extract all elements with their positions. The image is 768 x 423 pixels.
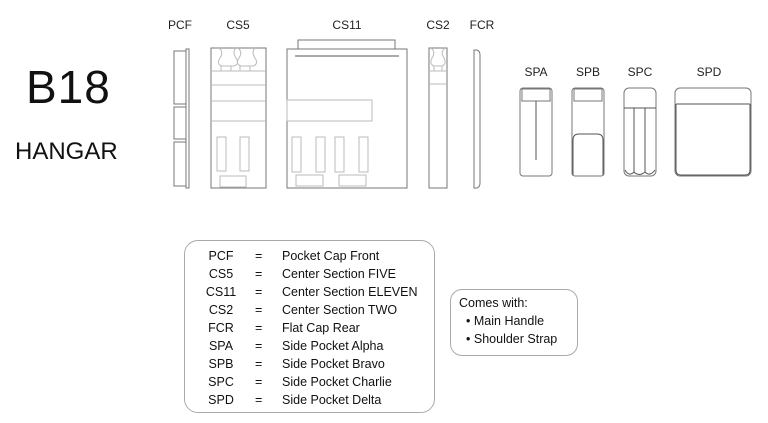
pocket-cap-front-icon	[173, 48, 190, 189]
legend-separator: =	[255, 321, 263, 335]
legend-separator: =	[255, 285, 263, 299]
part-label-spa: SPA	[524, 65, 548, 79]
legend-description: Side Pocket Alpha	[282, 339, 384, 353]
part-label-spb: SPB	[575, 65, 601, 79]
part-label-pcf: PCF	[168, 18, 192, 32]
legend-description: Center Section ELEVEN	[282, 285, 418, 299]
legend-code: PCF	[208, 249, 234, 263]
includes-heading: Comes with:	[459, 296, 528, 310]
bullet-icon: •	[466, 332, 471, 346]
side-pocket-alpha-icon	[519, 87, 553, 177]
legend-description: Side Pocket Bravo	[282, 357, 385, 371]
legend-description: Center Section FIVE	[282, 267, 396, 281]
center-section-five-icon	[210, 47, 267, 189]
center-section-two-icon	[428, 47, 448, 189]
legend-code: SPA	[208, 339, 234, 353]
part-label-cs2: CS2	[426, 18, 450, 32]
legend-code: CS5	[208, 267, 234, 281]
bullet-icon: •	[466, 314, 471, 328]
side-pocket-charlie-icon	[623, 87, 657, 177]
legend-description: Side Pocket Delta	[282, 393, 382, 407]
legend-box: PCF = Pocket Cap Front CS5 = Center Sect…	[184, 240, 435, 413]
includes-item-label: Shoulder Strap	[473, 332, 558, 346]
side-pocket-bravo-icon	[571, 87, 605, 177]
includes-box: Comes with: • Main Handle • Shoulder Str…	[450, 289, 578, 356]
includes-item: • Main Handle	[466, 314, 544, 328]
legend-separator: =	[255, 267, 263, 281]
parts-diagram	[173, 39, 752, 189]
part-label-fcr: FCR	[469, 18, 495, 32]
legend-separator: =	[255, 303, 263, 317]
legend-description: Pocket Cap Front	[282, 249, 380, 263]
legend-separator: =	[255, 249, 263, 263]
part-label-spd: SPD	[696, 65, 722, 79]
legend-separator: =	[255, 375, 263, 389]
center-section-eleven-icon	[286, 39, 408, 189]
part-label-cs5: CS5	[226, 18, 250, 32]
legend-description: Side Pocket Charlie	[282, 375, 392, 389]
legend-code: CS2	[208, 303, 234, 317]
includes-item-label: Main Handle	[473, 314, 545, 328]
part-label-cs11: CS11	[332, 18, 362, 32]
product-title: B18	[26, 61, 111, 113]
legend-code: SPD	[208, 393, 234, 407]
legend-code: SPC	[208, 375, 234, 389]
legend-description: Flat Cap Rear	[282, 321, 360, 335]
legend-description: Center Section TWO	[282, 303, 398, 317]
legend-separator: =	[255, 357, 263, 371]
legend-code: CS11	[205, 285, 237, 299]
part-label-spc: SPC	[627, 65, 653, 79]
includes-item: • Shoulder Strap	[466, 332, 557, 346]
product-subtitle: HANGAR	[15, 138, 118, 165]
legend-separator: =	[255, 339, 263, 353]
legend-code: FCR	[208, 321, 234, 335]
side-pocket-delta-icon	[674, 87, 752, 177]
legend-code: SPB	[208, 357, 234, 371]
legend-separator: =	[255, 393, 263, 407]
flat-cap-rear-icon	[473, 49, 481, 189]
